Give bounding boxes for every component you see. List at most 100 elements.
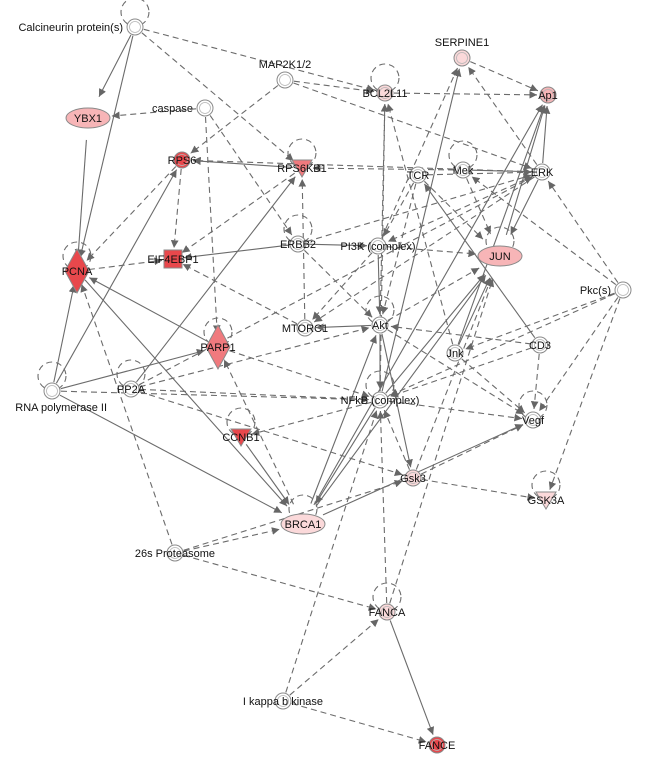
node-label-ccnb1: CCNB1 xyxy=(222,432,259,444)
node-label-rps6: RPS6 xyxy=(168,155,197,167)
node-label-eif4ebp1: EIF4EBP1 xyxy=(147,254,198,266)
edge-calcineurin-to-ybx1 xyxy=(98,34,132,97)
node-label-jun: JUN xyxy=(489,251,510,263)
node-inner-ring xyxy=(542,89,554,101)
node-akt[interactable]: Akt xyxy=(371,316,389,334)
node-tcr[interactable]: TCR xyxy=(407,166,430,184)
node-ap1[interactable]: Ap1 xyxy=(538,86,558,104)
node-pkc[interactable]: Pkc(s) xyxy=(580,281,632,299)
node-erk[interactable]: ERK xyxy=(531,163,554,181)
edge-rnapol-to-nfkb xyxy=(60,390,370,404)
node-label-cd3: CD3 xyxy=(529,340,551,352)
node-rnapol[interactable]: RNA polymerase II xyxy=(15,382,107,414)
edge-ccnb1-to-brca1 xyxy=(245,443,290,505)
edge-rnapol-to-brca1 xyxy=(59,394,283,514)
edge-parp1-to-nfkb xyxy=(229,350,370,398)
edge-pkc-to-mek xyxy=(471,176,617,286)
node-brca1[interactable]: BRCA1 xyxy=(280,513,326,535)
node-inner-ring xyxy=(279,74,291,86)
edge-brca1-to-ap1 xyxy=(313,104,543,506)
node-ccnb1[interactable]: CCNB1 xyxy=(222,428,260,447)
node-inner-ring xyxy=(292,238,304,250)
node-gsk3[interactable]: Gsk3 xyxy=(400,469,426,487)
edge-brca1-to-parp1 xyxy=(223,359,294,505)
node-label-pi3k: PI3K (complex) xyxy=(340,241,415,253)
edge-gsk3-to-nfkb xyxy=(383,409,411,470)
edge-pkc-to-nfkb xyxy=(389,293,616,397)
edge-nfkb-to-ccnb1 xyxy=(251,401,372,436)
edge-jnk-to-bcl2l11 xyxy=(386,103,454,345)
node-label-rps6kb1: RPS6KB1 xyxy=(277,163,327,175)
node-inner-ring xyxy=(169,547,181,559)
node-mtorc1[interactable]: MTORC1 xyxy=(282,319,328,337)
edge-pp2a-to-erk xyxy=(138,176,533,386)
node-gsk3a[interactable]: GSK3A xyxy=(528,491,565,510)
edge-erbb2-to-eif4ebp1 xyxy=(183,244,290,261)
node-inner-ring xyxy=(456,52,468,64)
edge-mtorc1-to-eif4ebp1 xyxy=(182,263,298,325)
node-label-map2k: MAP2K1/2 xyxy=(259,59,312,71)
edge-akt-to-mtorc1 xyxy=(315,323,372,332)
node-ybx1[interactable]: YBX1 xyxy=(65,107,111,129)
node-label-caspase: caspase xyxy=(152,103,193,115)
node-caspase[interactable]: caspase xyxy=(152,99,214,117)
edge-cd3-to-nfkb xyxy=(390,347,532,398)
node-vegf[interactable]: Vegf xyxy=(522,411,545,429)
edge-erbb2-to-pi3k xyxy=(306,241,368,250)
node-fanca[interactable]: FANCA xyxy=(369,603,406,621)
node-parp1[interactable]: PARP1 xyxy=(200,323,236,371)
edge-gsk3-to-vegf xyxy=(420,424,524,475)
edge-calcineurin-to-pcna xyxy=(78,35,134,258)
node-pi3k[interactable]: PI3K (complex) xyxy=(340,237,416,255)
node-jun[interactable]: JUN xyxy=(477,245,523,267)
node-mek[interactable]: Mek xyxy=(453,161,474,179)
edge-rps6kb1-to-eif4ebp1 xyxy=(181,172,295,254)
node-inner-ring xyxy=(431,739,443,751)
edge-bcl2l11-to-ap1 xyxy=(393,90,538,99)
edge-proteasome-to-brca1 xyxy=(183,527,280,552)
node-bcl2l11[interactable]: BCL2L11 xyxy=(362,84,408,102)
edge-tcr-to-erk xyxy=(426,168,532,177)
edge-brca1-to-vegf xyxy=(322,423,524,516)
node-pcna[interactable]: PCNA xyxy=(62,247,93,295)
edge-akt-to-bcl2l11 xyxy=(379,103,389,317)
node-inner-ring xyxy=(176,154,188,166)
edge-pcna-to-brca1 xyxy=(84,279,288,507)
node-shape-ybx1 xyxy=(65,107,111,129)
node-label-erk: ERK xyxy=(531,167,554,179)
node-inner-ring xyxy=(372,240,384,252)
edge-erk-to-jun xyxy=(510,179,539,235)
node-label-pcna: PCNA xyxy=(62,266,93,278)
node-rps6kb1[interactable]: RPS6KB1 xyxy=(277,159,327,178)
node-calcineurin[interactable]: Calcineurin protein(s) xyxy=(18,18,144,36)
edge-erk-to-rps6 xyxy=(192,156,534,173)
edge-mek-to-jun xyxy=(466,178,492,235)
node-label-proteasome: 26s Proteasome xyxy=(135,548,215,560)
node-jnk[interactable]: Jnk xyxy=(446,344,464,362)
edge-rnapol-to-parp1 xyxy=(60,348,205,390)
node-label-mtorc1: MTORC1 xyxy=(282,323,328,335)
edge-pp2a-to-gsk3 xyxy=(139,391,403,477)
edge-jnk-to-jun xyxy=(458,277,491,346)
node-serpine1[interactable]: SERPINE1 xyxy=(435,37,489,67)
node-map2k[interactable]: MAP2K1/2 xyxy=(259,59,312,89)
node-fance[interactable]: FANCE xyxy=(419,736,456,754)
edge-tcr-to-akt xyxy=(380,183,417,315)
node-pp2a[interactable]: PP2A xyxy=(117,380,146,398)
nodes-layer: Calcineurin protein(s) SERPINE1MAP2K1/2BC… xyxy=(15,18,632,754)
edge-brca1-to-jun xyxy=(315,274,487,507)
node-eif4ebp1[interactable]: EIF4EBP1 xyxy=(147,249,199,269)
edge-ikk-to-fanca xyxy=(289,618,379,696)
node-cd3[interactable]: CD3 xyxy=(529,336,551,354)
edge-nfkb-to-vegf xyxy=(388,400,523,422)
node-proteasome[interactable]: 26s Proteasome xyxy=(135,544,215,562)
node-ikk[interactable]: I kappa b kinase xyxy=(243,692,323,710)
node-erbb2[interactable]: ERBB2 xyxy=(280,235,316,253)
edge-caspase-to-ybx1 xyxy=(111,108,197,120)
node-nfkb[interactable]: NFkB (complex) xyxy=(341,391,420,409)
node-rps6[interactable]: RPS6 xyxy=(168,151,197,169)
node-label-akt: Akt xyxy=(372,320,388,332)
node-inner-ring xyxy=(277,695,289,707)
node-label-fanca: FANCA xyxy=(369,607,406,619)
